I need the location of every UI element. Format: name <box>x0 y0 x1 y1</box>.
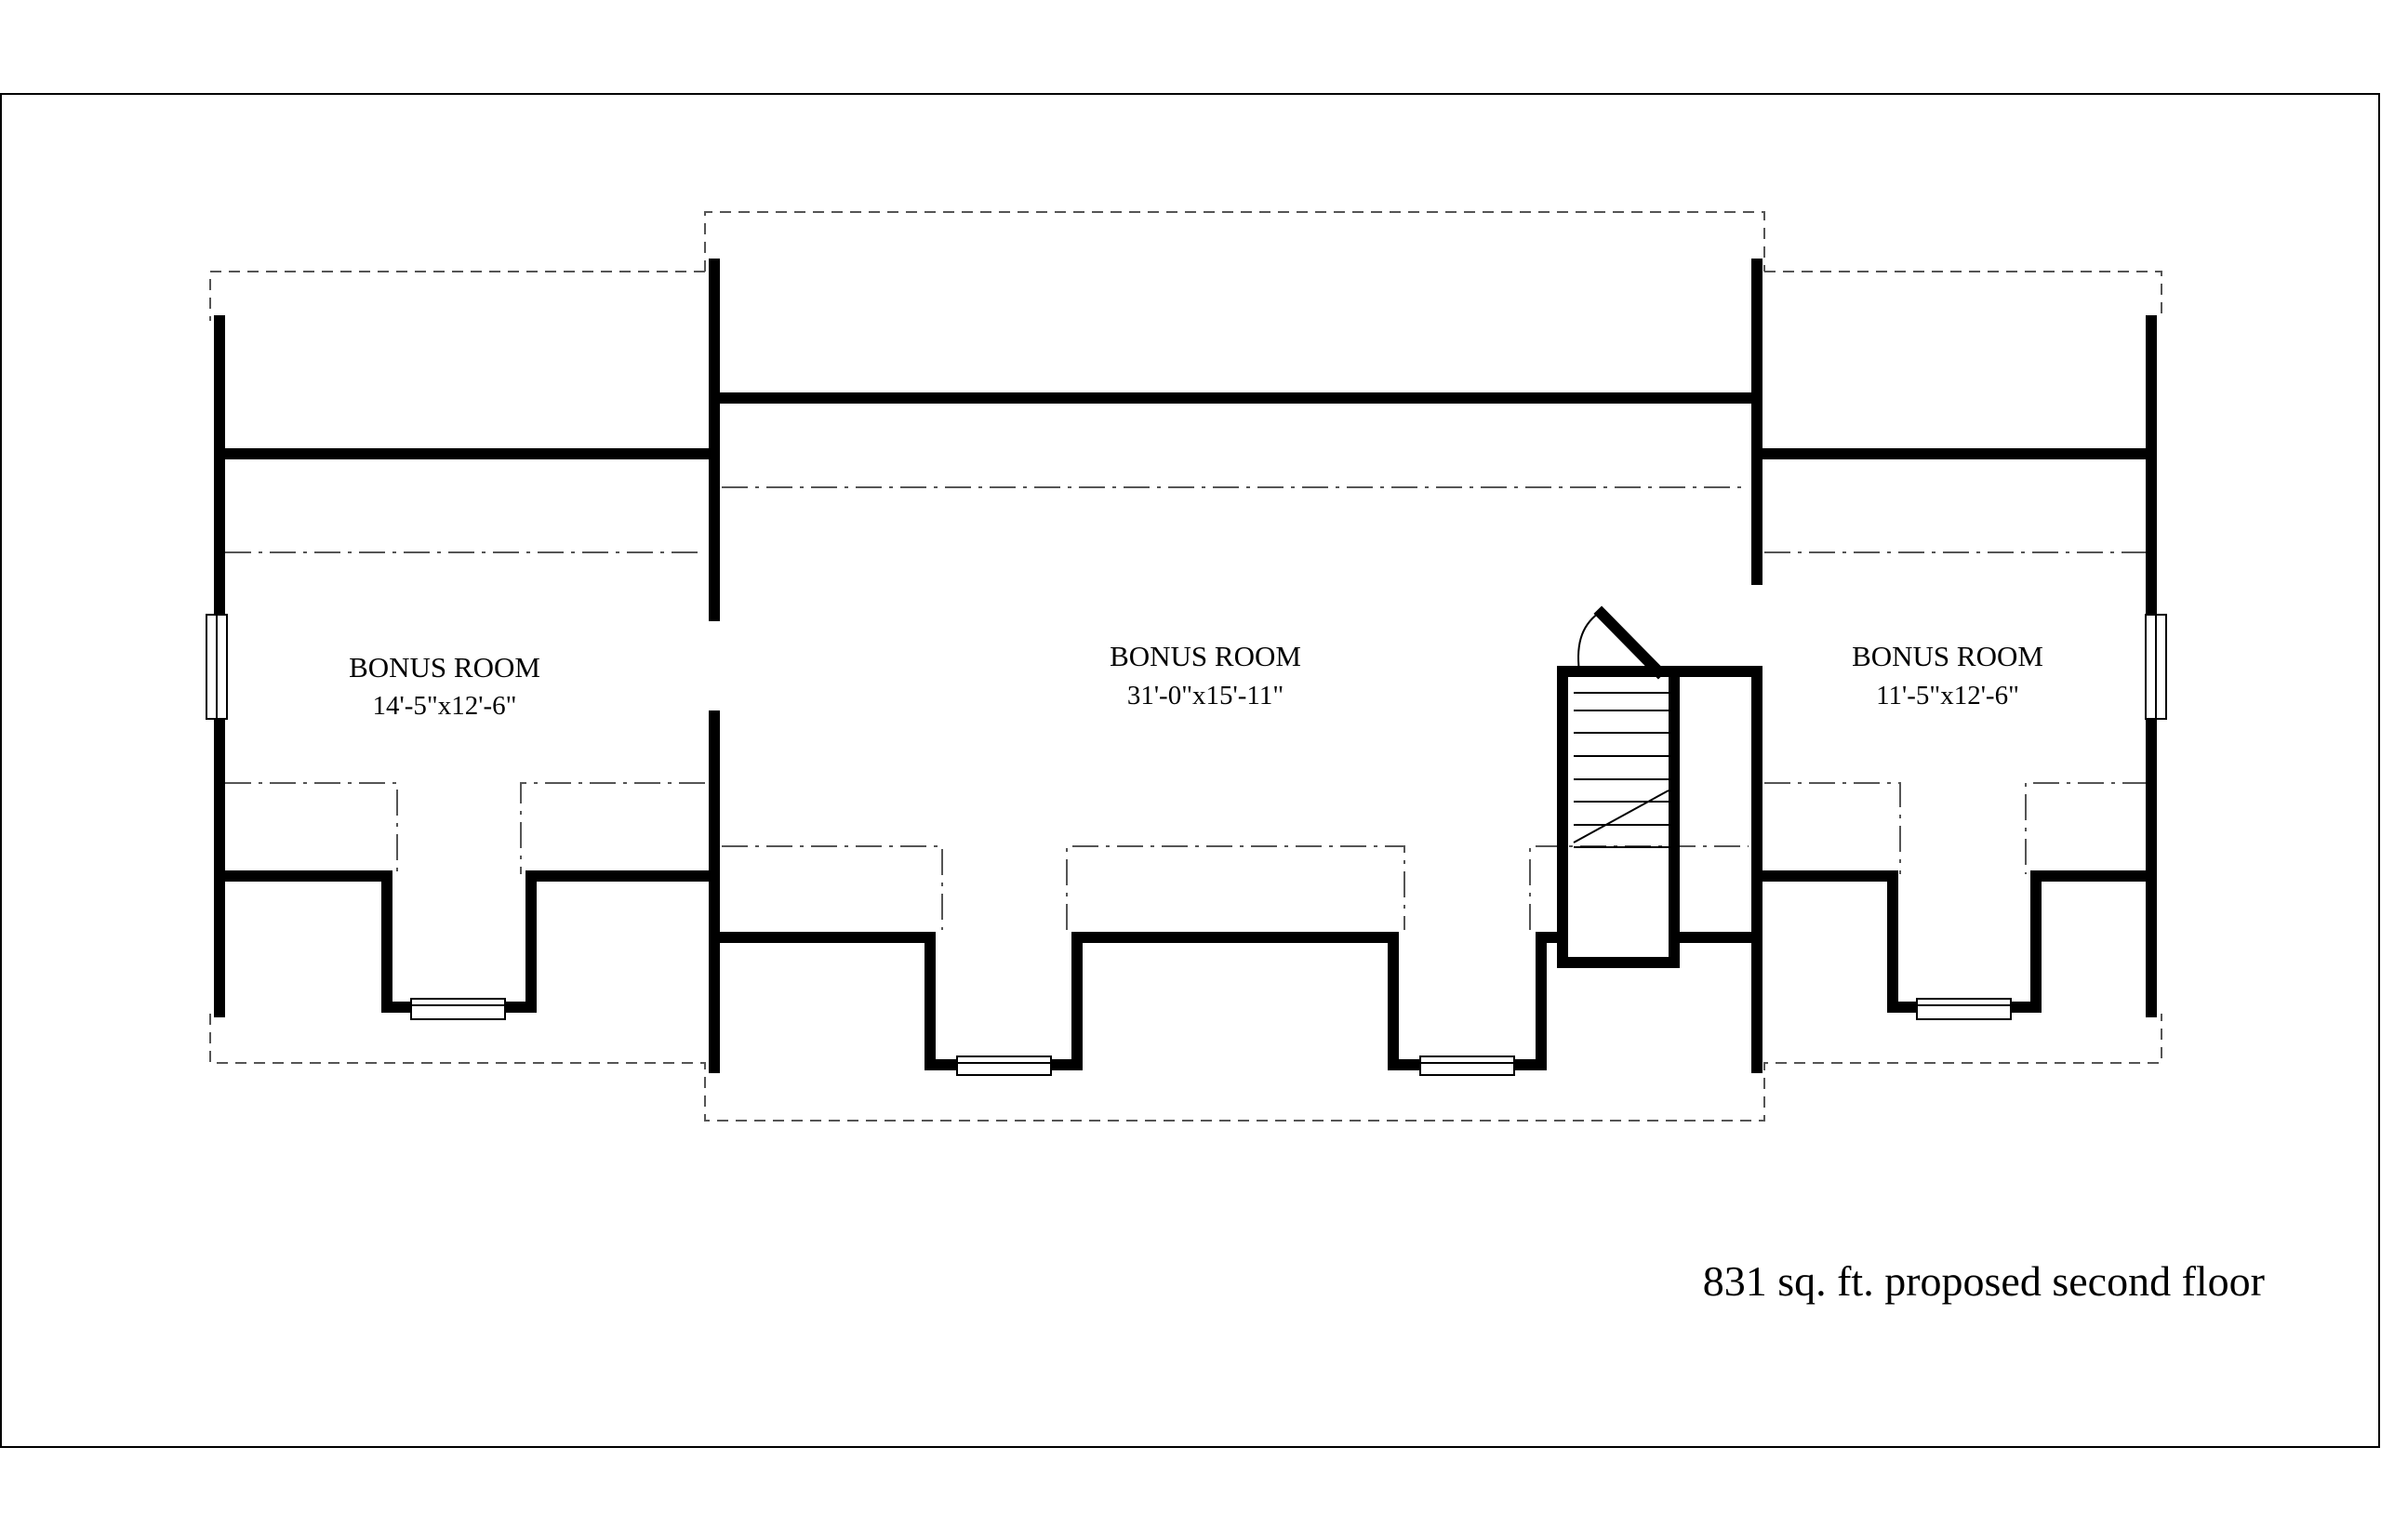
windows <box>206 614 2167 1076</box>
sheet-border <box>0 93 2380 1448</box>
room-dimensions-right: 11'-5"x12'-6" <box>1876 681 2019 710</box>
room-name-right: BONUS ROOM <box>1852 640 2043 672</box>
stair <box>1573 610 1669 848</box>
plan-caption: 831 sq. ft. proposed second floor <box>1703 1257 2265 1305</box>
room-dimensions-left: 14'-5"x12'-6" <box>373 691 517 721</box>
room-name-left: BONUS ROOM <box>349 651 540 684</box>
room-name-center: BONUS ROOM <box>1110 640 1301 672</box>
room-dimensions-center: 31'-0"x15'-11" <box>1127 681 1284 710</box>
walls <box>214 259 2157 1073</box>
roof-outline <box>209 211 2162 1122</box>
